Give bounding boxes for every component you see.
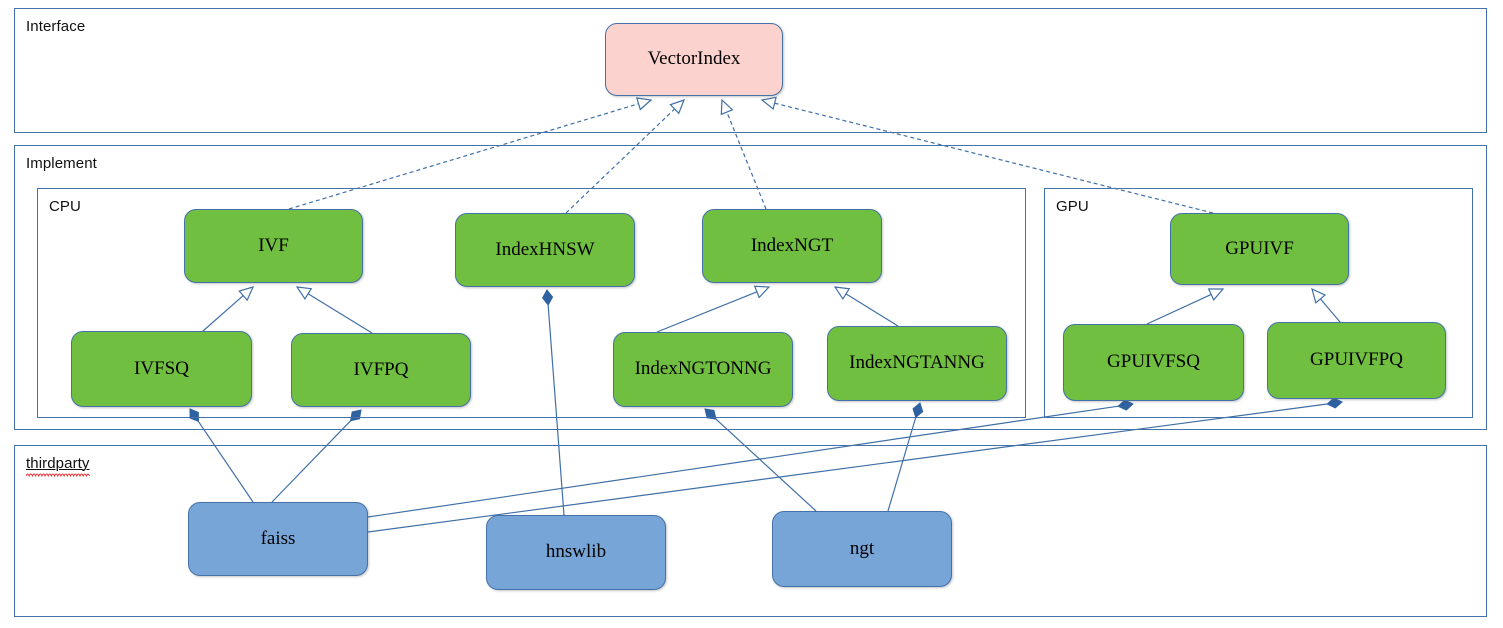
node-ngt[interactable]: ngt — [772, 511, 952, 587]
node-indexngt[interactable]: IndexNGT — [702, 209, 882, 283]
node-ivf[interactable]: IVF — [184, 209, 363, 283]
node-vectorindex[interactable]: VectorIndex — [605, 23, 783, 96]
node-gpuivf[interactable]: GPUIVF — [1170, 213, 1349, 285]
node-ivfpq[interactable]: IVFPQ — [291, 333, 471, 407]
node-ivfsq[interactable]: IVFSQ — [71, 331, 252, 407]
node-gpuivfsq[interactable]: GPUIVFSQ — [1063, 324, 1244, 401]
container-interface — [14, 8, 1487, 133]
node-hnswlib[interactable]: hnswlib — [486, 515, 666, 590]
node-indexngtanng[interactable]: IndexNGTANNG — [827, 326, 1007, 401]
node-faiss[interactable]: faiss — [188, 502, 368, 576]
node-indexngtonng[interactable]: IndexNGTONNG — [613, 332, 793, 407]
container-label-thirdparty: thirdparty — [26, 455, 90, 477]
node-gpuivfpq[interactable]: GPUIVFPQ — [1267, 322, 1446, 399]
container-cpu — [37, 188, 1026, 418]
container-label-gpu: GPU — [1056, 198, 1089, 215]
node-indexhnsw[interactable]: IndexHNSW — [455, 213, 635, 287]
spellcheck-squiggle-icon — [26, 473, 90, 477]
container-label-cpu: CPU — [49, 198, 81, 215]
container-label-interface: Interface — [26, 18, 86, 35]
container-thirdparty — [14, 445, 1487, 617]
container-label-implement: Implement — [26, 155, 97, 172]
container-implement — [14, 145, 1487, 430]
container-gpu — [1044, 188, 1473, 418]
